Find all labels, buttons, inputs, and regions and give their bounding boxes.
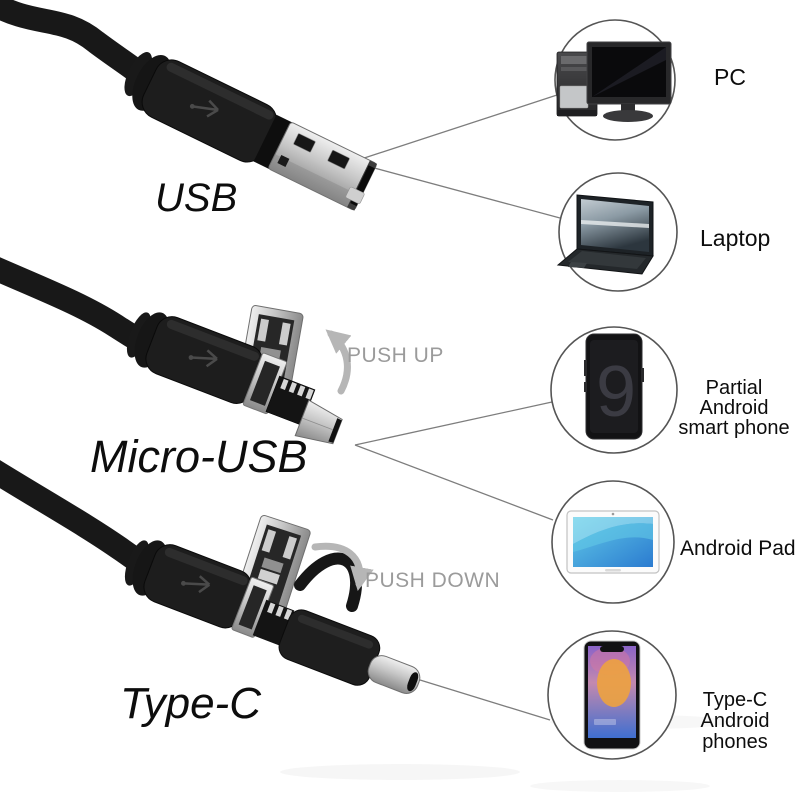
push-up-arrow-icon — [325, 329, 352, 395]
laptop-label: Laptop — [700, 225, 771, 251]
type-c-connector — [0, 460, 421, 694]
usb-label: USB — [155, 176, 238, 220]
line-micro-to-phone — [354, 401, 553, 446]
line-usb-to-laptop — [351, 161, 561, 219]
pc-label: PC — [714, 64, 746, 90]
micro-usb-connector — [0, 257, 352, 445]
push-down-label: PUSH DOWN — [365, 569, 501, 592]
usb-trident-icon — [189, 99, 219, 118]
laptop-icon — [556, 172, 678, 292]
line-typec-to-phone — [419, 679, 551, 721]
android-phone-icon: 9 — [550, 326, 678, 454]
type-c-phones-label: Type-C Android phones — [700, 689, 770, 753]
line-usb-to-pc — [351, 94, 558, 163]
partial-android-phone-label: Partial Android smart phone — [678, 377, 790, 439]
usb-trident-icon — [188, 349, 218, 368]
line-micro-to-pad — [354, 444, 554, 521]
usb-trident-icon — [181, 575, 211, 594]
type-c-phone-icon — [547, 630, 677, 760]
android-tablet-icon — [551, 480, 675, 604]
tether-loop — [294, 552, 363, 612]
push-down-arrow-icon — [311, 542, 374, 592]
android-pad-label: Android Pad — [680, 537, 796, 560]
callout-lines — [351, 94, 561, 721]
phone-screen-digit: 9 — [596, 352, 636, 432]
usb-a-connector — [0, 0, 378, 211]
push-up-label: PUSH UP — [347, 344, 444, 367]
micro-usb-label: Micro-USB — [90, 431, 308, 482]
pc-icon — [554, 19, 676, 141]
type-c-label: Type-C — [120, 679, 261, 728]
